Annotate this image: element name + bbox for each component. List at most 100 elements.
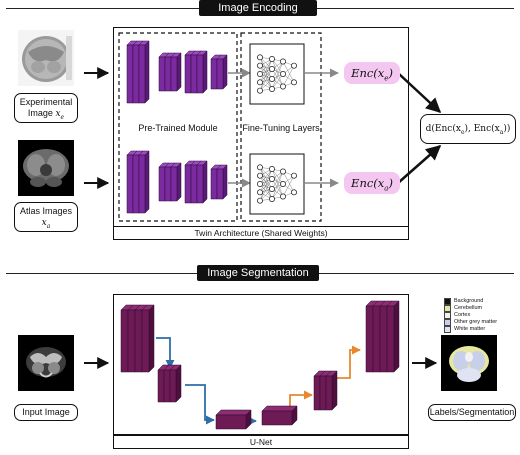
atlas-var: x <box>41 218 47 228</box>
net-top-edge <box>259 57 273 90</box>
net-top-edge <box>259 68 273 83</box>
pretrained-blocks-bottom <box>126 150 228 214</box>
net-top-edge <box>259 73 273 90</box>
enc-a-to-distance-arrow <box>397 145 442 184</box>
net-bottom-edge <box>271 183 284 200</box>
net-top-edge <box>271 68 284 87</box>
legend-item: Cortex <box>444 312 518 319</box>
net-top-edge <box>271 61 284 80</box>
net-top-node <box>280 58 286 65</box>
net-top-node <box>280 71 286 77</box>
net-bottom-node <box>280 181 286 187</box>
pretrained-top-block-9 <box>196 50 208 94</box>
net-top-node <box>269 56 275 62</box>
input-image-graphic <box>18 335 74 391</box>
experimental-image <box>18 30 74 86</box>
net-top-edge <box>259 65 273 80</box>
legend-swatch <box>444 326 451 333</box>
enc-xa-sub: a <box>384 184 389 193</box>
enc-e-to-distance-arrow <box>397 72 442 114</box>
legend-label: Other grey matter <box>454 319 498 325</box>
enc-xe-box: Enc(xe) <box>344 62 400 84</box>
experimental-var: x <box>55 109 61 119</box>
net-bottom-edge <box>259 175 273 190</box>
net-top-edge <box>271 58 284 75</box>
net-top-node <box>291 62 297 69</box>
net-bottom-edge <box>282 175 295 197</box>
legend-item: Other grey matter <box>444 319 518 326</box>
legend-label: Cerebellum <box>454 305 483 311</box>
finetune-dashed-box <box>240 32 322 222</box>
experimental-label-line1: Experimental <box>19 97 73 107</box>
image-segmentation-header: Image Segmentation <box>197 265 319 281</box>
net-top-node <box>269 76 275 82</box>
pretrained-bottom-block-3 <box>138 150 150 214</box>
enc-xa-close: ) <box>388 176 393 190</box>
net-bottom-edge <box>259 167 273 190</box>
net-bottom-edge <box>271 171 284 200</box>
net-bottom-node <box>257 172 263 179</box>
net-bottom-edge <box>271 168 284 197</box>
distance-box: d(Enc(xe), Enc(xa)) <box>420 114 516 144</box>
net-top-edge <box>259 58 273 75</box>
net-bottom-node <box>269 176 275 182</box>
legend-swatch <box>444 312 451 319</box>
net-top-node <box>257 62 263 69</box>
net-bottom-edge <box>271 178 284 197</box>
distance-text-c: )) <box>503 124 511 134</box>
finetune-network-bottom <box>249 153 305 215</box>
atlas-label-line2: xa <box>15 217 77 232</box>
net-top-node <box>269 86 275 92</box>
legend-item: Background <box>444 298 518 305</box>
atlas-image-label: Atlas Images xa <box>14 202 78 232</box>
net-bottom-edge <box>271 171 284 190</box>
pretrained-bottom-block-11 <box>216 164 228 200</box>
net-top-node <box>291 79 297 86</box>
net-bottom-node <box>257 164 263 171</box>
pretrained-dashed-box <box>118 32 238 222</box>
net-top-edge <box>259 57 273 80</box>
legend-label: White matter <box>454 326 486 332</box>
legend-label: Cortex <box>454 312 471 318</box>
net-bottom-node <box>257 189 263 196</box>
experimental-sub: e <box>60 113 65 121</box>
net-bottom-node <box>269 186 275 192</box>
net-bottom-node <box>280 193 286 200</box>
input-image <box>18 335 74 391</box>
atlas-image-graphic <box>18 140 74 196</box>
distance-text-a: d(Enc(x <box>425 124 461 134</box>
net-bottom-node <box>280 168 286 175</box>
atlas-label-line1: Atlas Images <box>19 206 73 216</box>
net-top-node <box>257 79 263 86</box>
net-top-edge <box>271 58 284 87</box>
pretrained-top-block-6 <box>170 52 182 92</box>
net-top-node <box>257 71 263 77</box>
pretrained-module-label: Pre-Trained Module <box>138 123 218 133</box>
net-bottom-node <box>269 196 275 202</box>
pretrained-bottom-block-9 <box>196 160 208 204</box>
net-bottom-node <box>291 172 297 179</box>
net-bottom-node <box>257 181 263 187</box>
net-bottom-edge <box>259 168 273 193</box>
net-bottom-edge <box>259 168 273 185</box>
input-image-label: Input Image <box>14 404 78 421</box>
net-bottom-edge <box>259 178 273 193</box>
unet-caption: U-Net <box>113 435 409 449</box>
net-bottom-node <box>257 197 263 204</box>
twin-architecture-caption: Twin Architecture (Shared Weights) <box>113 226 409 240</box>
net-top-edge <box>259 68 273 91</box>
net-top-node <box>280 83 286 90</box>
pretrained-bottom-block-6 <box>170 162 182 202</box>
distance-text-b: ), Enc(x <box>464 124 500 134</box>
unet-frame <box>113 294 409 435</box>
atlas-image <box>18 140 74 196</box>
net-top-edge <box>271 61 284 90</box>
net-bottom-edge <box>259 167 273 200</box>
legend-label: Background <box>454 298 484 304</box>
enc-xa-text: Enc(x <box>351 176 385 190</box>
legend-item: White matter <box>444 326 518 333</box>
net-top-node <box>269 66 275 72</box>
net-top-edge <box>271 73 284 90</box>
legend-swatch <box>444 298 451 305</box>
